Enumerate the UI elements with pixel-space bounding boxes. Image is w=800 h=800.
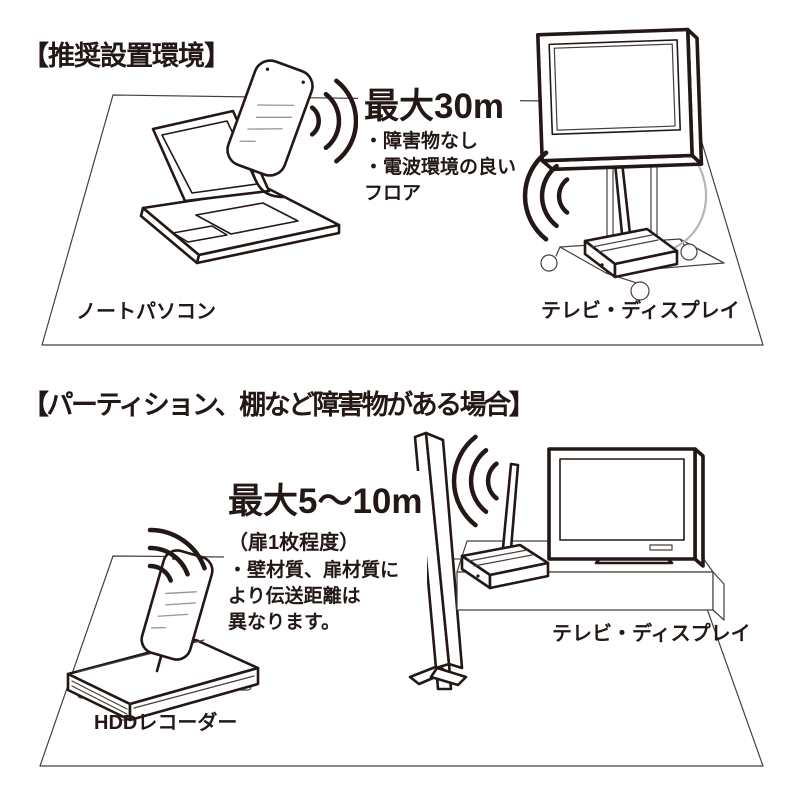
section2-note1: ・壁材質、扉材質に (228, 560, 400, 581)
wifi-waves-receiver (522, 150, 570, 242)
transmitter-cable (249, 165, 286, 199)
section1-note1: ・障害物なし (364, 131, 479, 152)
section2-label-recorder: HDDレコーダー (94, 712, 238, 734)
tv-display (536, 27, 704, 172)
section1-label-laptop: ノートパソコン (76, 301, 216, 323)
section2-title: 【パーティション、棚など障害物がある場合】 (22, 383, 536, 422)
tv-display-2 (547, 447, 705, 568)
receiver-device-2 (460, 462, 550, 590)
receiver-device (583, 160, 679, 279)
section1-callout: 最大30m ・障害物なし ・電波環境の良い フロア (358, 76, 521, 209)
hdd-recorder-illustration (66, 638, 260, 722)
wifi-waves-partition (451, 434, 499, 528)
section2-distance: 最大5〜10m (228, 482, 423, 521)
section2-label-tv: テレビ・ディスプレイ (552, 623, 751, 645)
transmitter-device (226, 59, 314, 177)
section1-title: 【推奨設置環境】 (22, 34, 231, 73)
section1-note3: フロア (364, 183, 422, 204)
wifi-waves-transmitter (309, 78, 359, 164)
section2-sub: （扉1枚程度） (228, 532, 360, 554)
recorder-transmitter-device (140, 549, 214, 673)
section2-note2: より伝送距離は (228, 586, 361, 607)
section1-note2: ・電波環境の良い (364, 157, 517, 178)
wifi-waves-recorder (147, 527, 207, 583)
section2-note3: 異なります。 (228, 612, 341, 633)
section1-label-tv: テレビ・ディスプレイ (541, 300, 740, 322)
section1-distance: 最大30m (364, 87, 505, 126)
section2-callout: 最大5〜10m （扉1枚程度） ・壁材質、扉材質に より伝送距離は 異なります。 (224, 471, 427, 638)
